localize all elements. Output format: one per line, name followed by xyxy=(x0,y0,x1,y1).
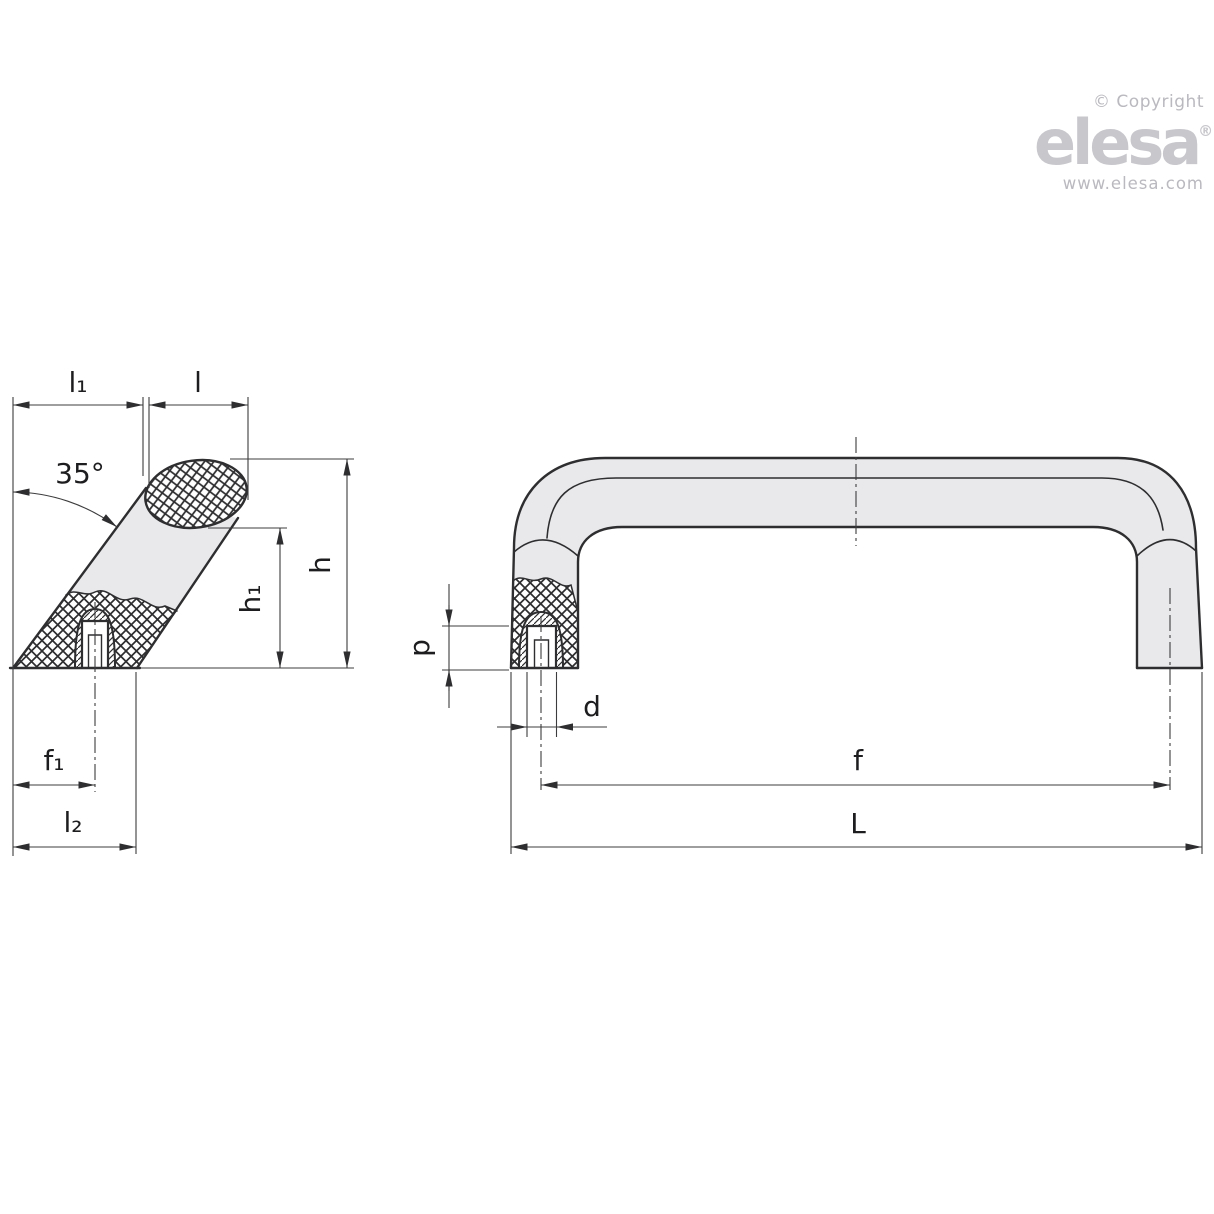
side-view: l₁ l 35° h h₁ f₁ l₂ xyxy=(8,366,354,856)
break-line xyxy=(512,577,579,613)
dim-label-l1: l₁ xyxy=(68,366,87,399)
dim-label-l: l xyxy=(194,366,202,399)
dim-label-l2: l₂ xyxy=(63,806,82,839)
registered-mark: ® xyxy=(1198,122,1214,140)
copyright-text: © Copyright xyxy=(1093,92,1204,112)
leg-left-edge xyxy=(11,486,148,670)
grip-cross-section xyxy=(144,458,248,530)
right-leg-fillet-line xyxy=(1136,538,1197,557)
left-leg-fillet-line xyxy=(513,539,579,557)
brand-watermark: © Copyright elesa® www.elesa.com xyxy=(1034,92,1213,194)
inner-contour xyxy=(576,525,1139,670)
dim-label-f: f xyxy=(853,744,864,777)
front-view-dimensions: p d f L xyxy=(403,584,1203,854)
side-view-dimensions: l₁ l 35° h h₁ f₁ l₂ xyxy=(12,366,354,856)
dim-label-h1: h₁ xyxy=(234,585,267,614)
dim-label-L: L xyxy=(850,807,866,840)
dim-label-f1: f₁ xyxy=(43,744,64,777)
outer-contour xyxy=(509,456,1204,670)
website-text: www.elesa.com xyxy=(1062,174,1204,194)
leg-right-edge xyxy=(135,516,240,670)
handle-body xyxy=(511,458,1202,668)
elesa-logo: elesa® xyxy=(1034,112,1213,174)
angle-arc xyxy=(12,488,118,528)
break-line xyxy=(65,590,178,612)
dim-label-p: p xyxy=(403,639,436,657)
front-mounting-hole xyxy=(518,610,564,669)
profile-highlight-line xyxy=(546,477,1164,539)
front-view: p d f L xyxy=(403,437,1204,854)
dim-label-h: h xyxy=(304,556,337,574)
dim-label-angle: 35° xyxy=(55,457,105,490)
dim-label-d: d xyxy=(583,690,601,723)
elesa-logo-text: elesa xyxy=(1034,106,1202,179)
